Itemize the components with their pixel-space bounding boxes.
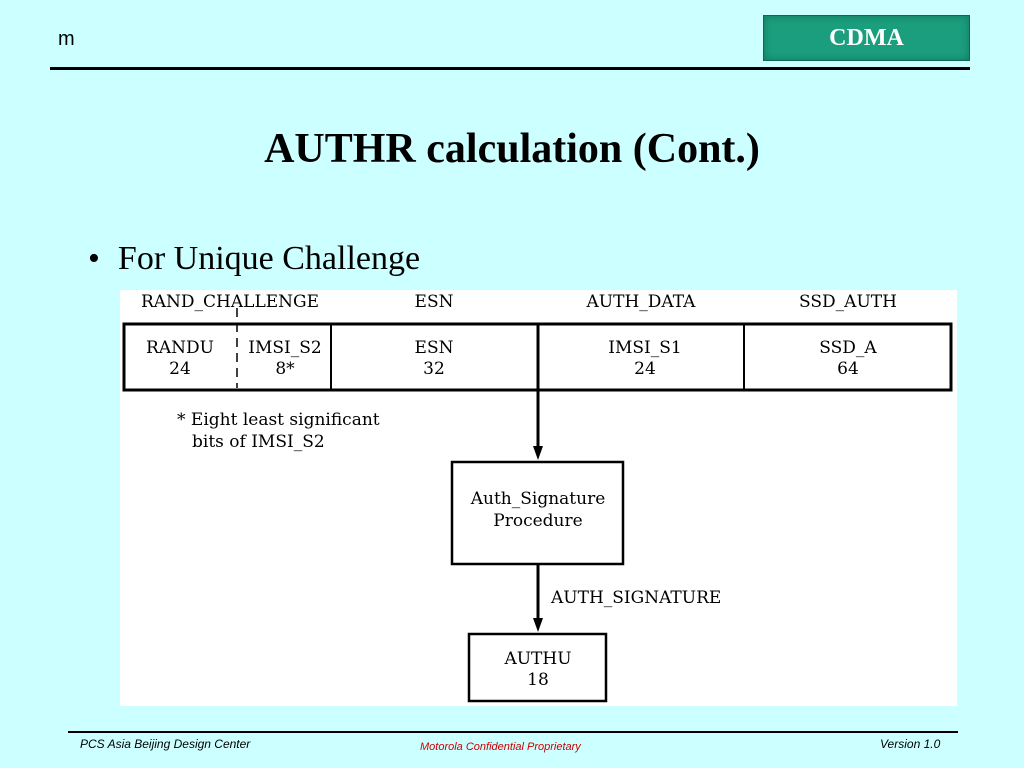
footer-divider xyxy=(68,731,958,733)
input-arrow-head xyxy=(533,446,543,460)
footnote-line-2: bits of IMSI_S2 xyxy=(192,432,325,452)
field-imsi-s1-bits: 24 xyxy=(634,359,656,379)
footer-center-text: Motorola Confidential Proprietary xyxy=(420,741,581,753)
field-imsi-s1-name: IMSI_S1 xyxy=(608,338,681,358)
footnote-line-1: * Eight least significant xyxy=(177,410,380,430)
bullet-text: For Unique Challenge xyxy=(117,240,421,277)
group-label-rand-challenge: RAND_CHALLENGE xyxy=(141,292,319,312)
field-imsi-s2-name: IMSI_S2 xyxy=(248,338,321,358)
logo-letter: m xyxy=(58,28,75,50)
footer-right-text: Version 1.0 xyxy=(880,737,941,751)
field-esn-bits: 32 xyxy=(423,359,445,379)
field-ssd-a-name: SSD_A xyxy=(819,338,877,358)
output-arrow-head xyxy=(533,618,543,632)
cdma-badge: CDMA xyxy=(763,15,970,61)
auth-diagram: RAND_CHALLENGE ESN AUTH_DATA SSD_AUTH RA… xyxy=(120,290,957,706)
bullet-item: • For Unique Challenge xyxy=(88,240,420,278)
header-divider xyxy=(50,67,970,70)
footer-left-text: PCS Asia Beijing Design Center xyxy=(80,737,251,751)
procedure-label-line-1: Auth_Signature xyxy=(470,489,606,509)
auth-diagram-svg: RAND_CHALLENGE ESN AUTH_DATA SSD_AUTH RA… xyxy=(122,292,953,703)
field-esn-name: ESN xyxy=(415,338,454,358)
output-label: AUTH_SIGNATURE xyxy=(550,588,721,608)
field-randu-bits: 24 xyxy=(169,359,191,379)
result-name: AUTHU xyxy=(503,649,571,669)
field-randu-name: RANDU xyxy=(146,338,214,358)
field-imsi-s2-bits: 8* xyxy=(275,359,295,379)
procedure-label-line-2: Procedure xyxy=(493,511,582,531)
page-title: AUTHR calculation (Cont.) xyxy=(264,126,760,172)
group-label-auth-data: AUTH_DATA xyxy=(586,292,697,312)
field-ssd-a-bits: 64 xyxy=(837,359,859,379)
result-bits: 18 xyxy=(527,670,549,690)
group-label-esn: ESN xyxy=(415,292,454,312)
bullet-dot: • xyxy=(88,240,100,277)
group-label-ssd-auth: SSD_AUTH xyxy=(799,292,897,312)
result-box xyxy=(467,632,608,703)
